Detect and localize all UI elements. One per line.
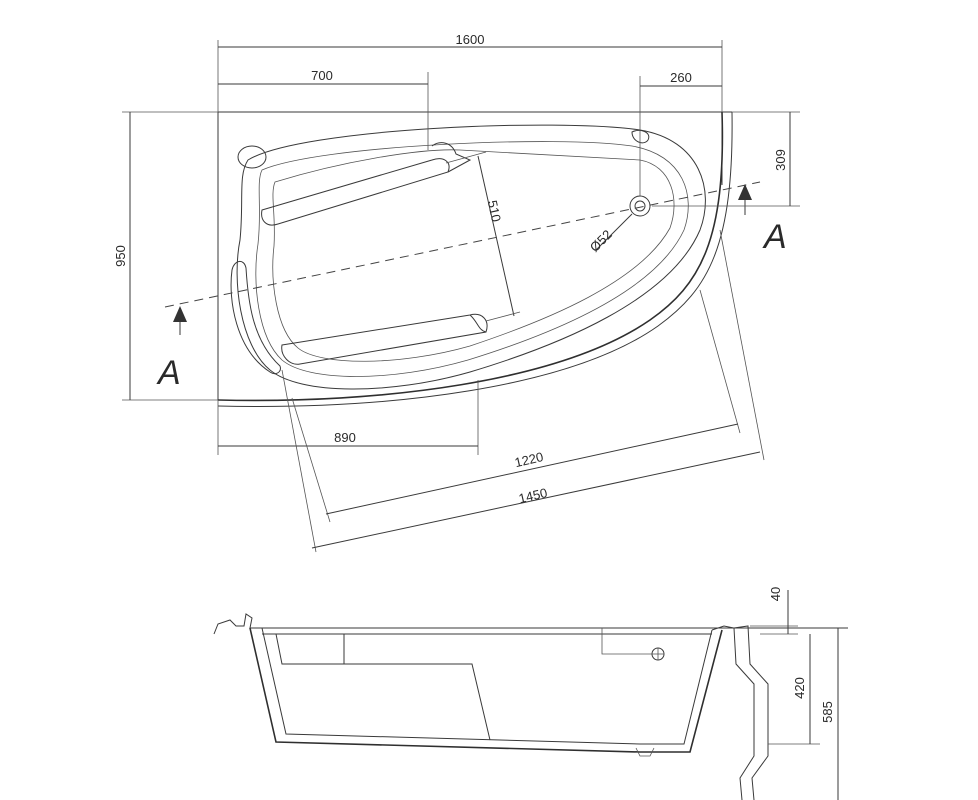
plan-view: A A 1600 700 260 309 [113, 32, 800, 553]
tub-outline [217, 111, 733, 407]
svg-text:890: 890 [334, 430, 356, 445]
section-view: 40 420 585 [213, 587, 848, 800]
overflow-icon [631, 129, 650, 144]
svg-text:950: 950 [113, 245, 128, 267]
right-rim-profile [711, 625, 755, 800]
dim-inner-length: 1220 [291, 289, 741, 523]
dim-drain-offset: 260 [639, 70, 722, 196]
tub-basin [230, 124, 706, 390]
dim-total-height: 585 [820, 628, 839, 800]
svg-text:40: 40 [768, 587, 783, 601]
backrest [261, 158, 450, 226]
drain-icon [629, 195, 651, 217]
dim-drain-to-edge: 309 [652, 111, 800, 207]
dim-rim-thickness: 40 [750, 587, 798, 635]
overflow-pipe [601, 628, 652, 655]
dim-inner-depth: 420 [768, 634, 820, 745]
svg-text:1220: 1220 [513, 449, 545, 470]
svg-text:510: 510 [485, 199, 504, 223]
svg-text:Ø52: Ø52 [587, 227, 615, 255]
svg-text:309: 309 [773, 149, 788, 171]
section-mark-right: A [762, 218, 787, 256]
inner-seat [275, 633, 491, 741]
svg-text:1600: 1600 [456, 32, 485, 47]
svg-text:1450: 1450 [517, 485, 549, 506]
section-line-a-a: A A [156, 181, 787, 392]
svg-text:260: 260 [670, 70, 692, 85]
tub-shell [249, 627, 723, 753]
dim-diagonal-length: 1450 [281, 229, 765, 553]
side-handle [230, 261, 281, 375]
dim-drain-diameter: Ø52 [587, 213, 633, 255]
dim-headrest-offset: 700 [218, 68, 429, 150]
section-mark-left: A [156, 354, 181, 392]
dim-seat-width: 510 [445, 151, 521, 322]
left-rim-profile [213, 613, 262, 635]
dim-overall-length: 1600 [217, 32, 723, 112]
svg-text:420: 420 [792, 677, 807, 699]
dim-front-offset: 890 [217, 380, 479, 455]
headrest-icon [237, 145, 267, 169]
dim-overall-width: 950 [113, 111, 218, 401]
svg-text:700: 700 [311, 68, 333, 83]
front-seat-edge [281, 313, 488, 365]
svg-text:585: 585 [820, 701, 835, 723]
